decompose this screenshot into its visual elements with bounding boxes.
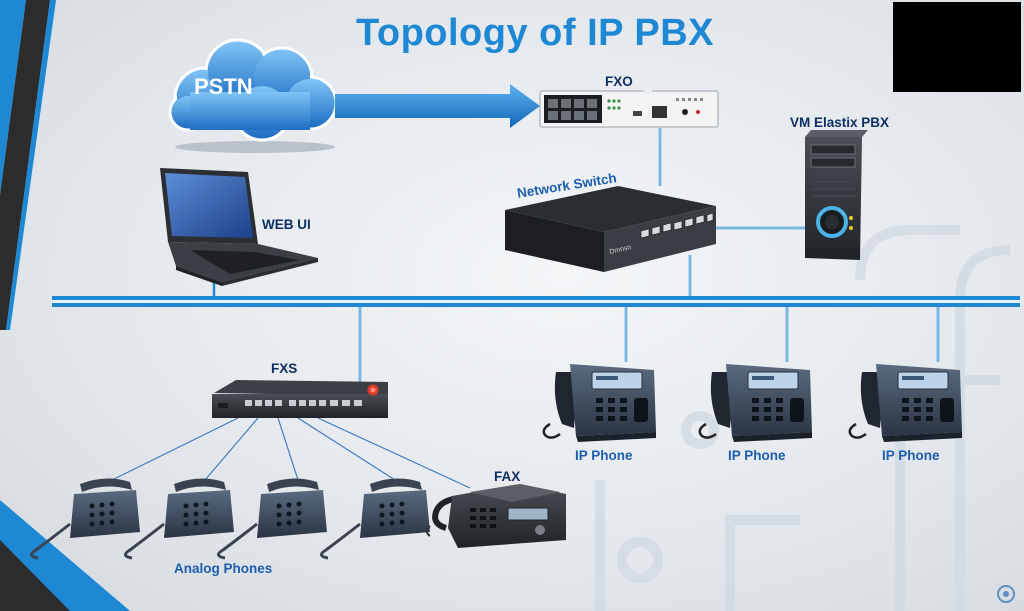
ip-phone-3-label: IP Phone <box>882 448 940 463</box>
svg-text:Dmnsn: Dmnsn <box>609 244 632 256</box>
watermark-logo-icon <box>997 585 1015 603</box>
ip-phone-1-icon <box>542 362 658 444</box>
fxs-gateway-icon <box>212 380 388 418</box>
diagram-title: Topology of IP PBX <box>355 12 715 54</box>
pstn-label: PSTN <box>194 74 253 99</box>
analog-phone-3-icon <box>216 476 329 560</box>
fxo-gateway-icon <box>539 90 719 128</box>
vm-pbx-label: VM Elastix PBX <box>790 115 890 130</box>
analog-phones-label: Analog Phones <box>174 561 273 576</box>
network-switch-icon: Dmnsn <box>505 86 716 272</box>
server-tower-icon <box>805 130 868 260</box>
ip-phone-1-label: IP Phone <box>575 448 633 463</box>
fax-machine-icon <box>426 484 566 548</box>
fax-label: FAX <box>494 469 521 484</box>
pstn-to-fxo-arrow-icon <box>335 84 540 128</box>
web-ui-label: WEB UI <box>262 217 311 232</box>
analog-phone-4-icon <box>319 476 432 560</box>
pstn-cloud-icon <box>168 38 338 153</box>
lan-bus <box>52 296 1020 307</box>
laptop-icon <box>160 168 318 286</box>
ip-phone-3-icon <box>848 362 964 444</box>
video-overlay <box>893 2 1021 92</box>
fxs-analog-lines <box>111 417 471 489</box>
fxo-label: FXO <box>605 74 633 89</box>
analog-phone-2-icon <box>123 476 236 560</box>
frame-decoration <box>0 0 130 611</box>
fxs-label: FXS <box>271 361 298 376</box>
ip-phone-2-label: IP Phone <box>728 448 786 463</box>
